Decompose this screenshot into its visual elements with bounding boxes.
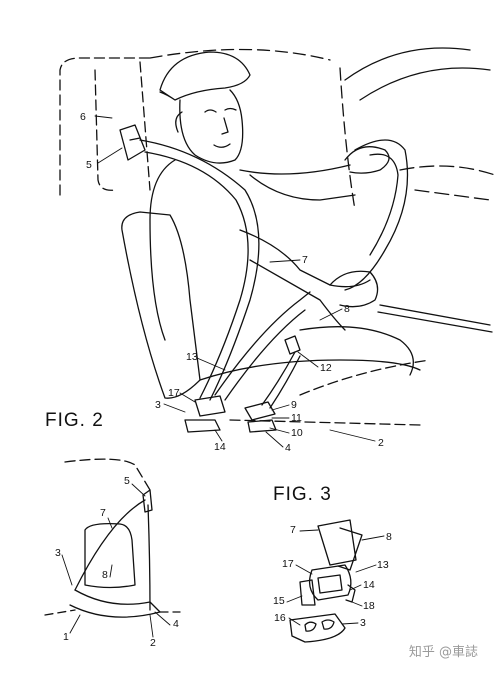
fig3-tongue <box>299 579 356 606</box>
fig3-label: FIG. 3 <box>273 484 332 505</box>
fig3-callouts: 7 8 17 13 14 15 18 16 3 <box>273 524 392 629</box>
seat-back <box>121 211 201 399</box>
fig3-bracket-3 <box>289 613 346 643</box>
belt-tongue <box>284 335 301 355</box>
face-details <box>204 107 237 148</box>
callout: 17 <box>282 558 294 570</box>
callout: 3 <box>360 617 366 629</box>
driver-face <box>179 89 244 164</box>
watermark: 知乎 @車誌 <box>408 645 478 660</box>
driver-ear <box>175 111 183 133</box>
inset-seat-base <box>69 589 161 618</box>
callout: 5 <box>124 475 130 487</box>
driver-cap <box>159 51 251 101</box>
upper-anchor <box>119 124 146 161</box>
inset-floor <box>44 609 181 616</box>
fig2-inset-callouts: 5 7 3 8 1 2 4 <box>55 475 179 649</box>
leader-lines-main <box>94 115 376 448</box>
inset-roof <box>64 458 151 491</box>
inset-anchor-top <box>142 489 153 513</box>
callout: 18 <box>363 600 375 612</box>
callout: 4 <box>285 442 291 454</box>
shoulder-belt <box>139 139 260 401</box>
gear-lever <box>377 304 493 333</box>
callout: 13 <box>377 559 389 571</box>
lap-belt <box>214 291 311 401</box>
callout: 16 <box>274 612 286 624</box>
driver-torso <box>149 159 356 341</box>
knee <box>299 326 414 376</box>
callout: 2 <box>378 437 384 449</box>
callout: 9 <box>291 399 297 411</box>
roof-line <box>149 48 356 211</box>
left-hand <box>329 270 379 308</box>
callout: 14 <box>363 579 375 591</box>
callout: 8 <box>344 303 350 315</box>
callout: 12 <box>320 362 332 374</box>
right-hand <box>344 146 390 174</box>
buckle-strap <box>261 351 301 409</box>
callout: 7 <box>290 524 296 536</box>
callout: 7 <box>100 507 106 519</box>
callout: 5 <box>86 159 92 171</box>
callout: 8 <box>102 569 108 581</box>
callout: 17 <box>168 387 180 399</box>
steering-wheel <box>344 139 409 291</box>
fig2-label: FIG. 2 <box>45 410 104 431</box>
callout: 1 <box>63 631 69 643</box>
fig3-webbing-8 <box>337 527 363 571</box>
callout: 3 <box>155 399 161 411</box>
callout: 15 <box>273 595 285 607</box>
inset-seat-back <box>84 522 136 589</box>
callout: 8 <box>386 531 392 543</box>
dashboard <box>399 165 496 201</box>
callout: 7 <box>302 254 308 266</box>
inset-leaders <box>61 483 171 638</box>
inset-belt <box>74 499 151 611</box>
callout: 3 <box>55 547 61 559</box>
callout: 4 <box>173 618 179 630</box>
driver-arm <box>239 229 371 331</box>
fig3-webbing-7 <box>317 519 357 566</box>
callout: 6 <box>80 111 86 123</box>
callout: 14 <box>214 441 226 453</box>
callout: 2 <box>150 637 156 649</box>
callout: 13 <box>186 351 198 363</box>
fig2-main-callouts: 6 5 7 8 13 12 17 3 9 11 10 14 4 2 <box>80 111 384 454</box>
windshield <box>344 47 491 101</box>
callout: 11 <box>291 412 302 424</box>
fig3-leaders <box>286 529 385 626</box>
left-lower-anchor <box>184 395 226 433</box>
buckle-assembly <box>244 401 277 433</box>
fig3-buckle-body <box>308 564 352 601</box>
b-pillar <box>59 57 151 196</box>
callout: 10 <box>291 427 303 439</box>
